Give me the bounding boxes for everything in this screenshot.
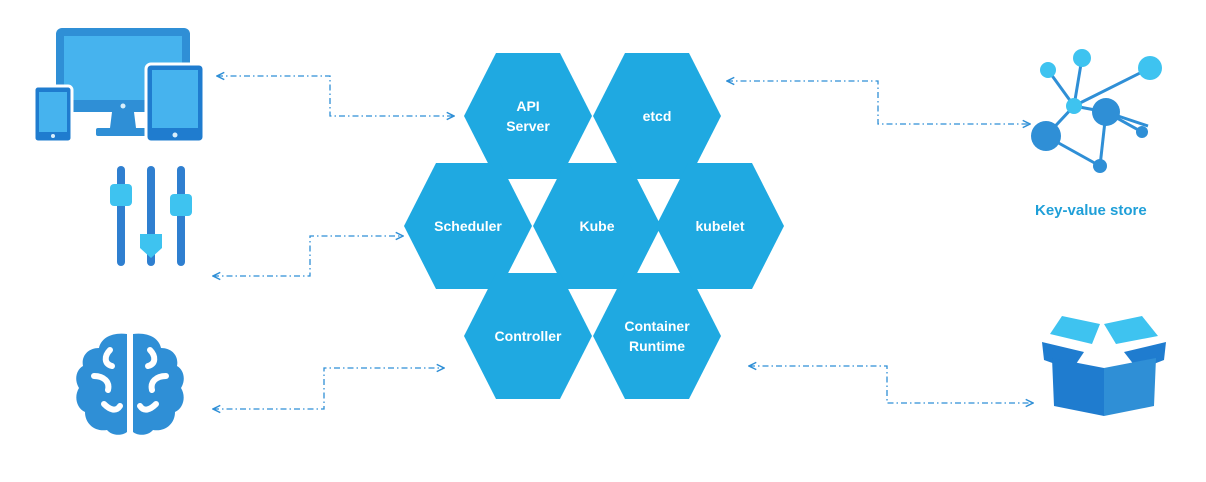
network-graph-icon (1031, 49, 1162, 173)
open-box-icon (1042, 316, 1166, 416)
connector-runtime-package (749, 366, 1033, 403)
connector-brain-controller (213, 368, 444, 409)
connector-sliders-scheduler (213, 236, 403, 276)
key-value-store-label: Key-value store (1035, 202, 1147, 219)
scheduler-hexagon: Scheduler (404, 163, 532, 289)
connector-etcd-key-value-store (727, 81, 1030, 124)
brain-icon (76, 333, 184, 435)
devices-icon (34, 28, 204, 144)
connector-devices-api-server (217, 76, 454, 116)
sliders-icon (110, 166, 192, 266)
